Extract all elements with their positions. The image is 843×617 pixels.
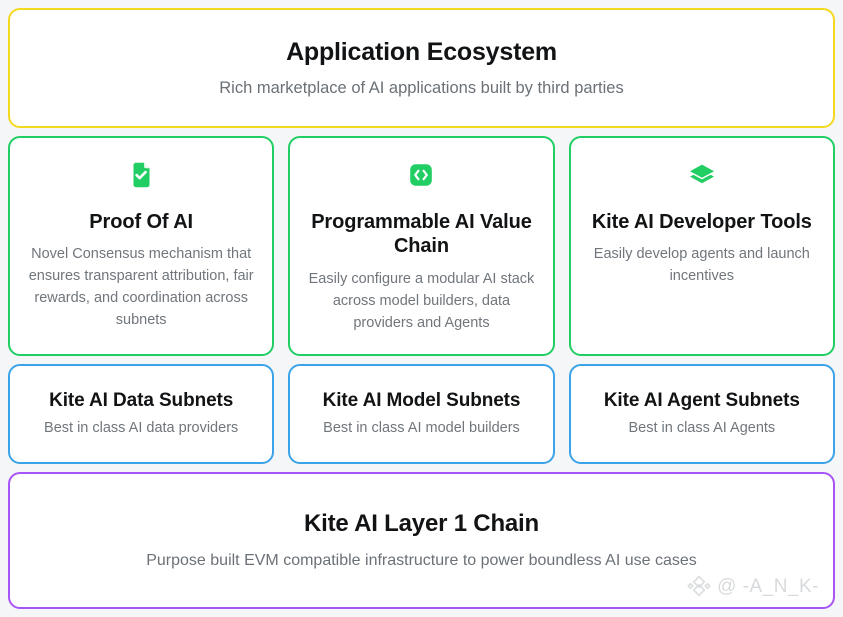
- watermark-text: @ -A_N_K-: [717, 575, 819, 597]
- feature-title: Kite AI Developer Tools: [591, 211, 812, 233]
- application-ecosystem-title: Application Ecosystem: [286, 37, 557, 66]
- subnet-description: Best in class AI model builders: [323, 420, 520, 437]
- feature-description: Easily develop agents and launch incenti…: [593, 246, 810, 285]
- feature-cards-row: Proof Of AI Novel Consensus mechanism th…: [8, 136, 835, 356]
- subnet-title: Kite AI Data Subnets: [49, 389, 234, 411]
- watermark: @ -A_N_K-: [686, 573, 819, 599]
- document-check-icon: [126, 160, 156, 190]
- feature-title: Programmable AI Value Chain: [311, 211, 532, 258]
- subnet-cards-row: Kite AI Data Subnets Best in class AI da…: [8, 364, 835, 464]
- subnet-description: Best in class AI Agents: [628, 420, 776, 437]
- subnet-title: Kite AI Agent Subnets: [603, 389, 800, 411]
- diamond-logo-icon: [686, 573, 712, 599]
- subnet-card-agent: Kite AI Agent Subnets Best in class AI A…: [568, 364, 835, 464]
- feature-card-programmable-ai-value-chain: Programmable AI Value Chain Easily confi…: [288, 136, 555, 356]
- feature-title: Proof Of AI: [89, 211, 194, 233]
- layer1-chain-card: Kite AI Layer 1 Chain Purpose built EVM …: [8, 472, 835, 609]
- feature-description: Easily configure a modular AI stack acro…: [308, 270, 535, 331]
- layer1-chain-subtitle: Purpose built EVM compatible infrastruct…: [146, 551, 697, 569]
- feature-description: Novel Consensus mechanism that ensures t…: [28, 246, 254, 329]
- code-brackets-icon: [406, 160, 436, 190]
- subnet-description: Best in class AI data providers: [44, 420, 239, 437]
- subnet-card-model: Kite AI Model Subnets Best in class AI m…: [288, 364, 555, 464]
- application-ecosystem-card: Application Ecosystem Rich marketplace o…: [8, 8, 835, 128]
- feature-card-proof-of-ai: Proof Of AI Novel Consensus mechanism th…: [8, 136, 275, 356]
- application-ecosystem-subtitle: Rich marketplace of AI applications buil…: [219, 78, 624, 97]
- layer1-chain-title: Kite AI Layer 1 Chain: [304, 509, 539, 537]
- layers-icon: [687, 160, 717, 190]
- subnet-card-data: Kite AI Data Subnets Best in class AI da…: [8, 364, 275, 464]
- feature-card-kite-ai-developer-tools: Kite AI Developer Tools Easily develop a…: [568, 136, 835, 356]
- subnet-title: Kite AI Model Subnets: [322, 389, 521, 411]
